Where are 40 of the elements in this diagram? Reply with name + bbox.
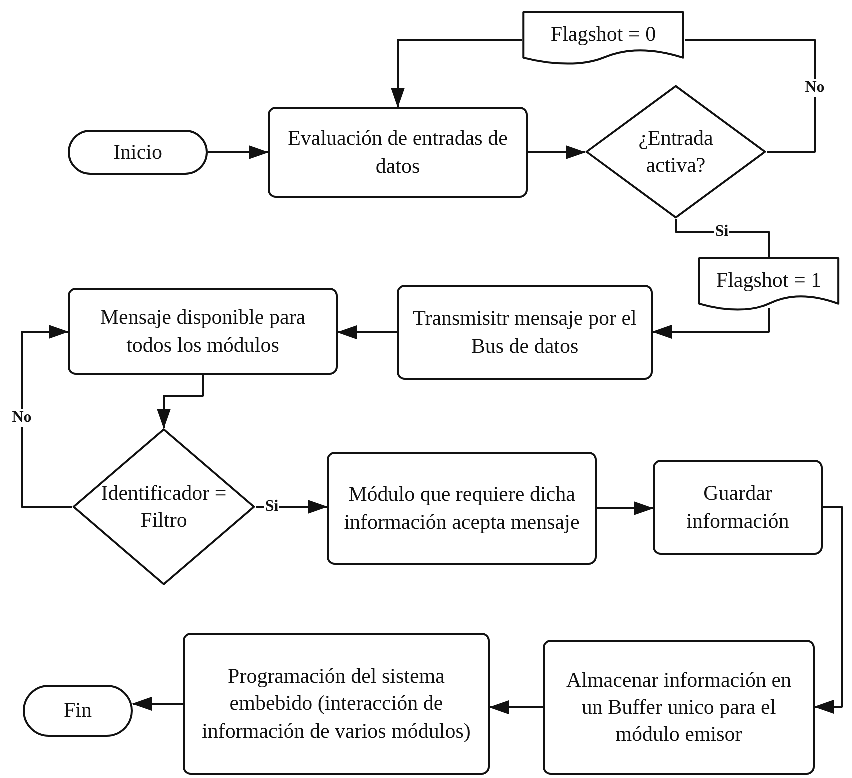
process-box <box>183 633 490 775</box>
decision-diamond <box>72 428 256 586</box>
edge-label: No <box>11 409 33 427</box>
arrow <box>132 697 183 711</box>
node-label: Fin <box>64 697 92 724</box>
node-label: Módulo que requiere dicha información acepta mensaje <box>343 481 581 536</box>
connector-line <box>685 39 816 153</box>
node-label: Mensaje disponible para todos los módulos <box>99 304 307 358</box>
document-shape <box>522 12 685 68</box>
document-shape <box>698 258 840 314</box>
node-label: ¿Entrada activa? <box>638 124 714 179</box>
process-box <box>543 640 815 775</box>
arrow <box>597 502 654 516</box>
arrow <box>208 146 269 160</box>
process-box <box>327 452 597 565</box>
process-box <box>653 460 823 555</box>
node-label: Almacenar información en un Buffer unico para el módulo emisor <box>565 666 793 748</box>
arrow <box>391 39 522 108</box>
node-label: Flagshot = 1 <box>716 267 822 294</box>
node-label: Flagshot = 0 <box>550 21 656 48</box>
node-label: Programación del sistema embebido (interacción de información de varios módulos) <box>201 663 472 745</box>
process-box <box>68 288 338 375</box>
node-label: Transmisitr mensaje por el Bus de datos <box>412 305 638 360</box>
connector-line <box>675 219 770 258</box>
arrow <box>528 146 586 160</box>
node-label: Guardar información <box>686 480 790 534</box>
arrow <box>489 700 543 714</box>
arrow <box>21 325 72 508</box>
arrow <box>337 326 397 340</box>
process-box <box>397 285 653 380</box>
decision-diamond <box>585 85 767 219</box>
arrow <box>157 375 204 429</box>
arrow <box>652 308 770 339</box>
node-label: Identificador = Filtro <box>100 480 228 534</box>
node-label: Evaluación de entradas de datos <box>287 125 509 180</box>
arrow <box>256 500 328 514</box>
edge-label: No <box>804 79 826 97</box>
arrow <box>814 506 843 714</box>
process-box <box>268 107 528 198</box>
node-label: Inicio <box>114 138 162 166</box>
